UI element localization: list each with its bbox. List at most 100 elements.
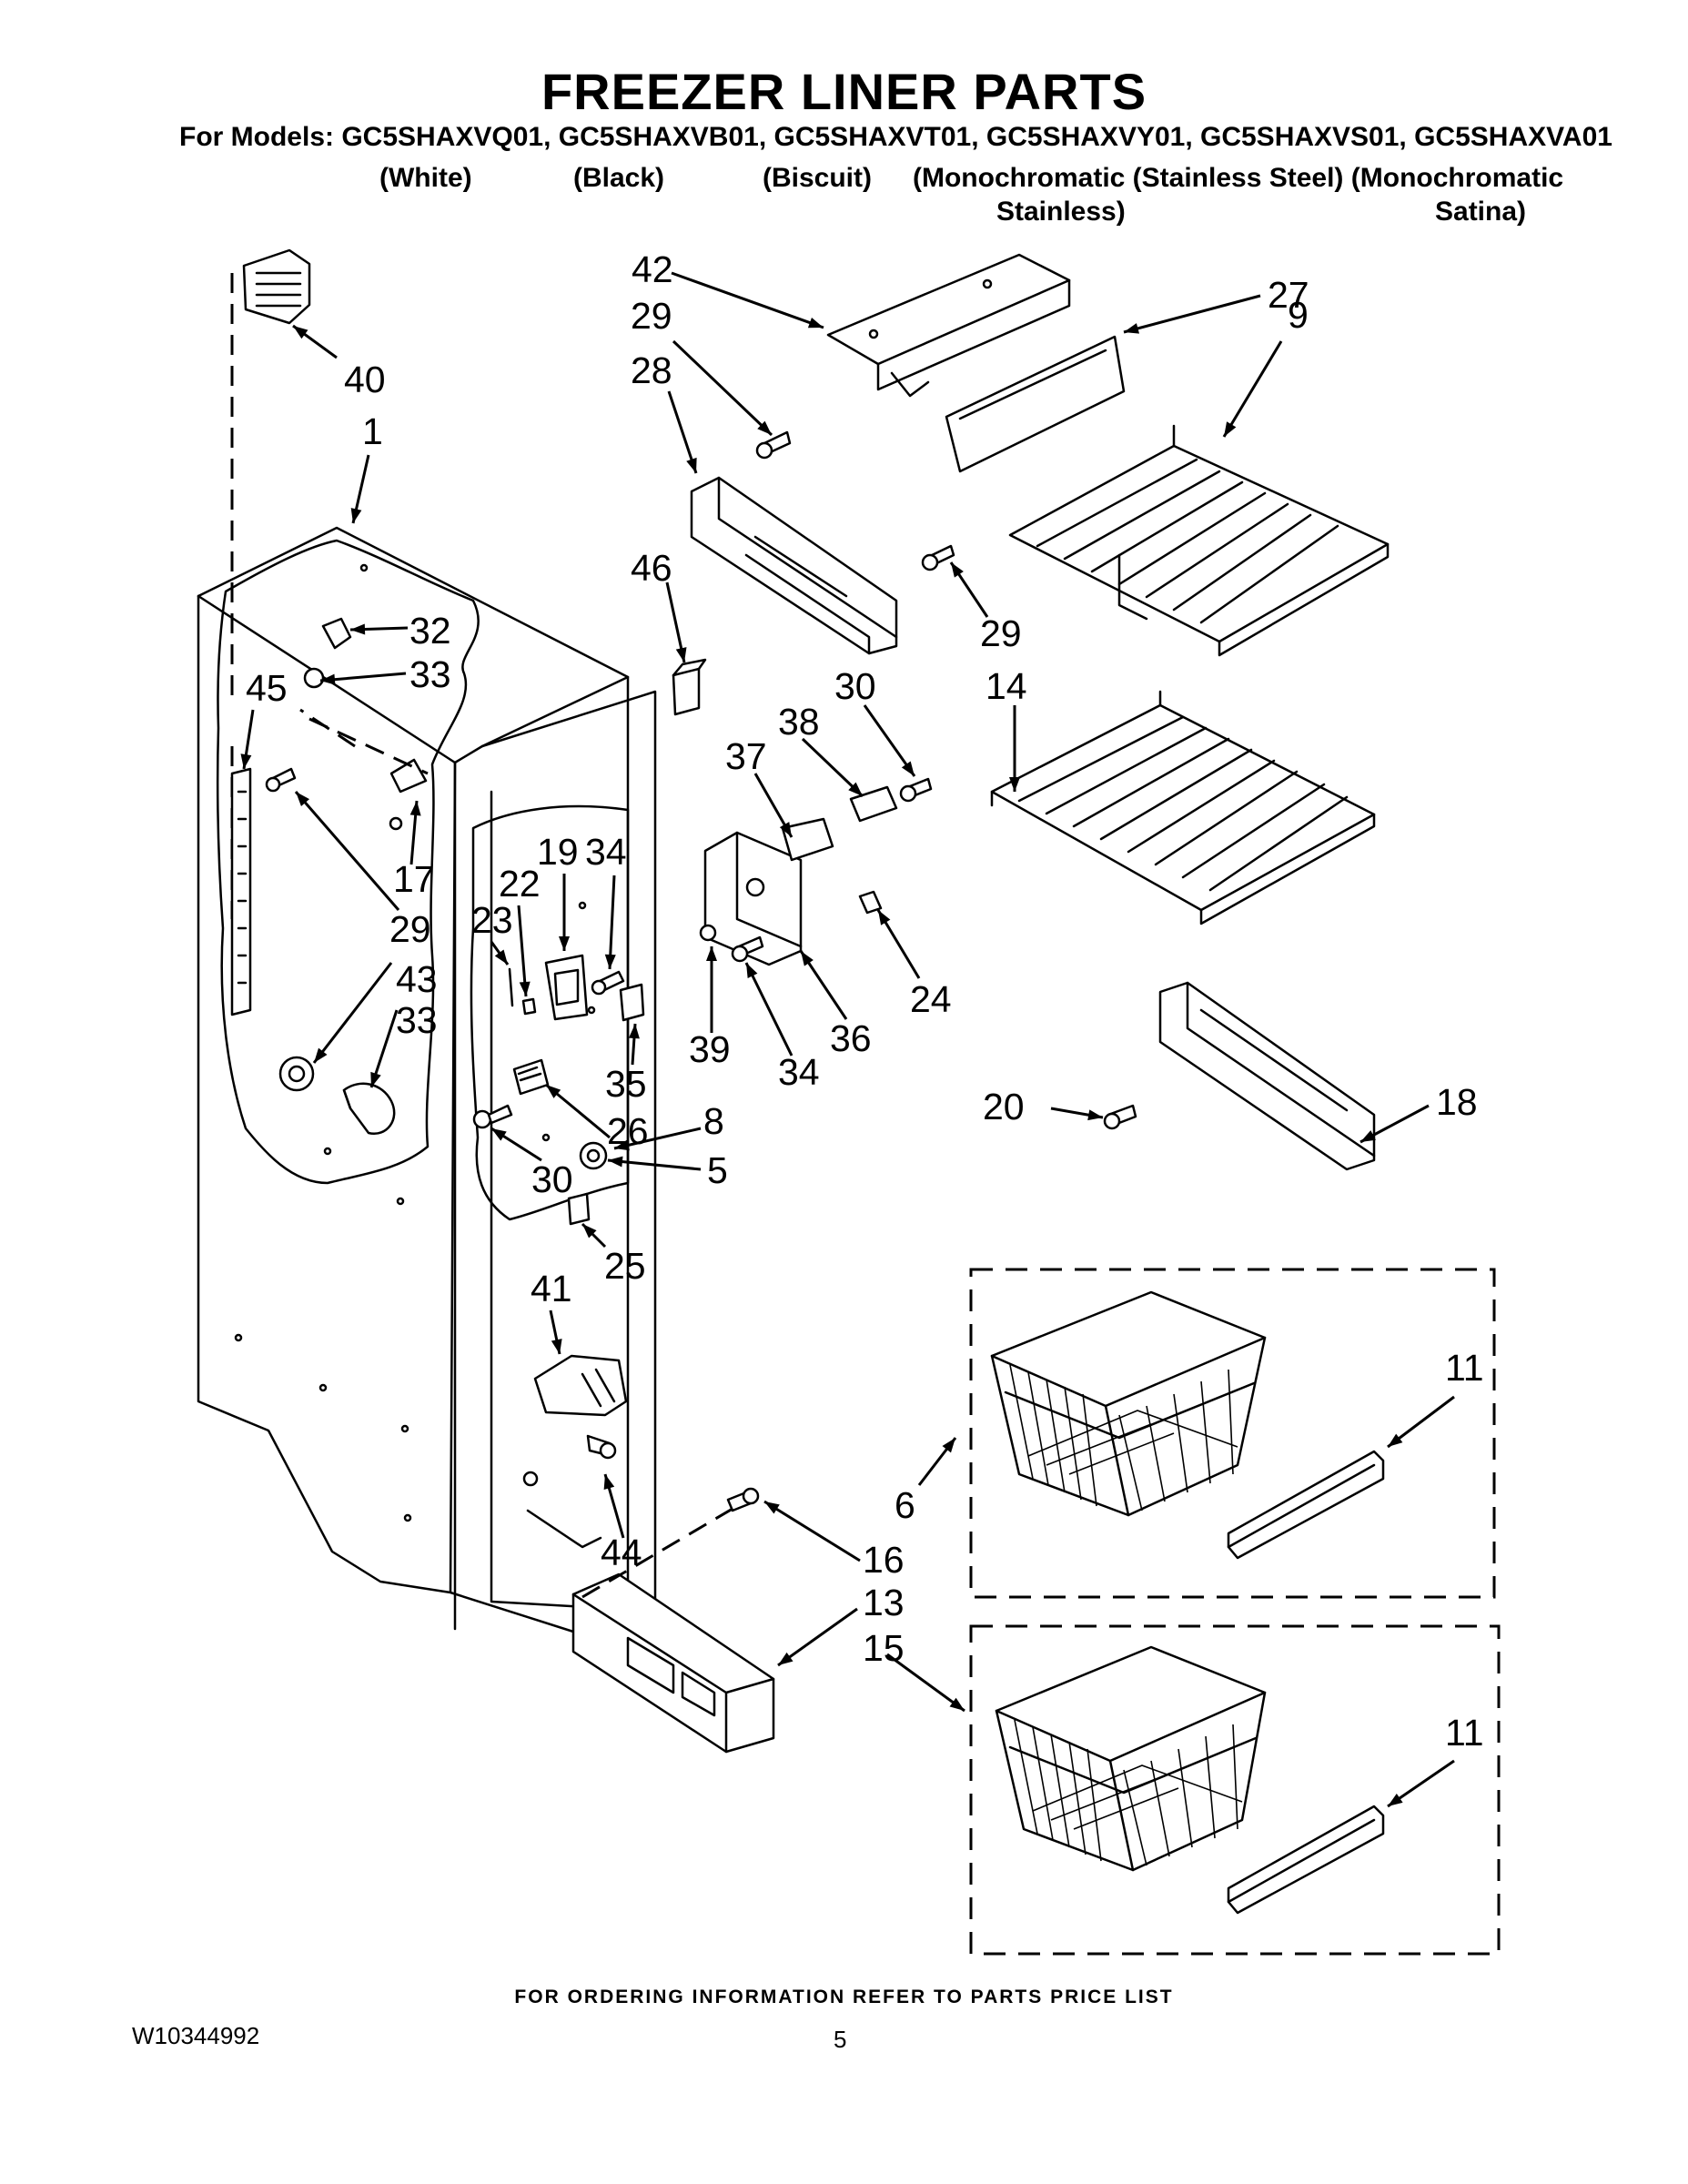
basket-15: [995, 1645, 1267, 1872]
freezer-liner-body: [197, 526, 657, 1633]
callout-1: 1: [362, 410, 383, 452]
leader-line: [763, 1500, 861, 1562]
callout-23: 23: [471, 899, 513, 941]
finish-black: (Black): [573, 163, 665, 193]
callout-26: 26: [607, 1110, 649, 1152]
arrowhead: [779, 822, 792, 837]
screw-44: [586, 1434, 617, 1460]
callout-15: 15: [863, 1627, 905, 1669]
dashed-guide-33: [299, 708, 356, 748]
arrowhead: [706, 946, 717, 961]
arrowhead: [546, 1085, 561, 1098]
arrowhead: [807, 317, 824, 329]
screw-29-top: [755, 430, 792, 460]
callout-46: 46: [631, 547, 672, 589]
wire-23: [508, 967, 514, 1007]
leader-line: [886, 1653, 965, 1713]
screw-29-right: [921, 544, 955, 571]
basket-6: [990, 1290, 1267, 1517]
arrowhead: [848, 782, 863, 796]
callout-40: 40: [344, 359, 386, 400]
callout-44: 44: [601, 1532, 642, 1573]
callout-5: 5: [707, 1149, 728, 1191]
callout-30-top: 30: [834, 665, 876, 707]
callout-29-top: 29: [631, 295, 672, 337]
callout-11-lower: 11: [1445, 1712, 1484, 1754]
callout-30-center: 30: [531, 1158, 573, 1200]
screw-29-left: [265, 767, 297, 793]
arrowhead: [614, 1139, 630, 1151]
callout-36: 36: [830, 1017, 872, 1059]
arrowhead: [801, 951, 814, 966]
arrowhead: [1124, 323, 1140, 334]
vent-cover-40: [242, 248, 311, 325]
page-title: FREEZER LINER PARTS: [541, 63, 1147, 120]
leader-line: [672, 339, 773, 437]
shelf-14: [990, 690, 1376, 925]
arrowhead: [1087, 1109, 1103, 1121]
screw-30-right: [899, 777, 933, 803]
arrowhead: [314, 1047, 328, 1063]
screw-16: [726, 1487, 760, 1512]
callout-19: 19: [537, 831, 579, 873]
bracket-36: [781, 817, 834, 862]
document-number: W10344992: [132, 2022, 260, 2049]
callout-39: 39: [689, 1028, 731, 1070]
callout-34-lower: 34: [778, 1051, 820, 1093]
callout-13: 13: [863, 1582, 905, 1623]
arrowhead: [764, 1502, 780, 1514]
callout-25: 25: [604, 1245, 646, 1287]
screw-20: [1103, 1104, 1137, 1130]
finish-biscuit: (Biscuit): [763, 163, 872, 193]
arrowhead: [628, 1024, 640, 1039]
light-rail-45: [230, 767, 252, 1016]
finish-white: (White): [379, 163, 472, 193]
arrowhead: [240, 753, 252, 769]
arrowhead: [293, 326, 308, 339]
board-26: [512, 1058, 550, 1096]
cover-41: [533, 1354, 628, 1417]
arrowhead: [296, 792, 310, 807]
leader-line: [294, 791, 400, 911]
pin-39: [699, 924, 717, 942]
arrowhead: [757, 420, 772, 435]
screw-34-upper: [591, 970, 625, 996]
connector-35: [619, 983, 645, 1022]
callout-17: 17: [393, 858, 435, 900]
callout-16: 16: [863, 1539, 905, 1581]
callout-28: 28: [631, 349, 672, 391]
arrowhead: [350, 508, 362, 523]
rail-18: [1158, 981, 1376, 1171]
arrowhead: [675, 647, 687, 662]
light-socket-43: [278, 1056, 315, 1092]
arrowhead: [370, 1071, 381, 1087]
callout-9: 9: [1288, 294, 1309, 336]
page-number: 5: [834, 2026, 847, 2053]
clip-22: [521, 997, 537, 1016]
callout-14: 14: [986, 665, 1027, 707]
face-27: [945, 335, 1126, 473]
arrowhead: [1224, 421, 1237, 437]
callout-11-upper: 11: [1445, 1347, 1484, 1389]
light-bulb-33: [342, 1082, 396, 1136]
light-socket-32: [303, 617, 352, 689]
callout-22: 22: [499, 863, 541, 905]
callout-42: 42: [632, 248, 673, 290]
screw-34-lower: [731, 935, 764, 963]
finish-stainless: Stainless): [996, 197, 1126, 227]
shelf-9: [1008, 424, 1390, 657]
arrowhead: [491, 1128, 507, 1141]
callout-41: 41: [531, 1268, 572, 1309]
callout-35: 35: [605, 1063, 647, 1105]
control-housing-19: [544, 954, 589, 1021]
leader-line: [613, 1127, 702, 1150]
callout-34-upper: 34: [585, 831, 627, 873]
callout-45: 45: [246, 667, 288, 709]
arrowhead: [604, 954, 616, 969]
trim-11-lower: [1227, 1805, 1385, 1915]
arrowhead: [603, 1474, 615, 1491]
callout-6: 6: [895, 1484, 915, 1526]
callout-20: 20: [983, 1086, 1025, 1127]
arrowhead: [494, 949, 508, 965]
trim-11-upper: [1227, 1450, 1385, 1560]
